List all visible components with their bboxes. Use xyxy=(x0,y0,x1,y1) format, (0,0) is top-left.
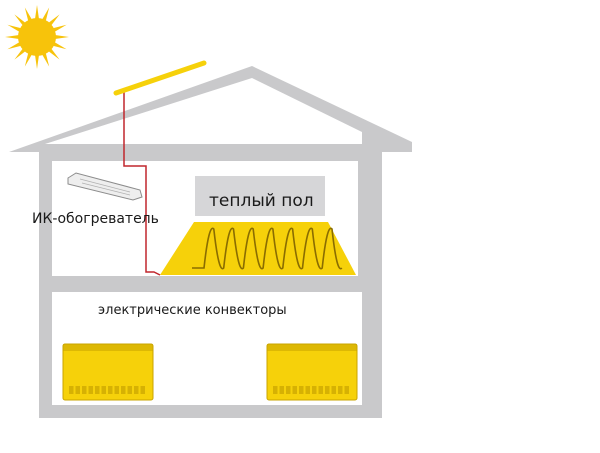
convectors-label: электрические конвекторы xyxy=(98,303,287,318)
warm-floor-mat xyxy=(160,222,356,275)
sun-icon xyxy=(5,5,69,69)
warm-floor-zone xyxy=(195,176,325,216)
heating-cable xyxy=(192,227,343,270)
convector-icon xyxy=(266,343,358,401)
ir-heater-icon xyxy=(67,172,143,201)
floor-slab xyxy=(39,276,382,292)
convector-icon xyxy=(62,343,154,401)
power-wire xyxy=(123,92,161,276)
solar-panel-icon xyxy=(113,60,207,96)
warm-floor-label: теплый пол xyxy=(209,191,314,211)
ir-heater-label: ИК-обогреватель xyxy=(32,211,159,227)
